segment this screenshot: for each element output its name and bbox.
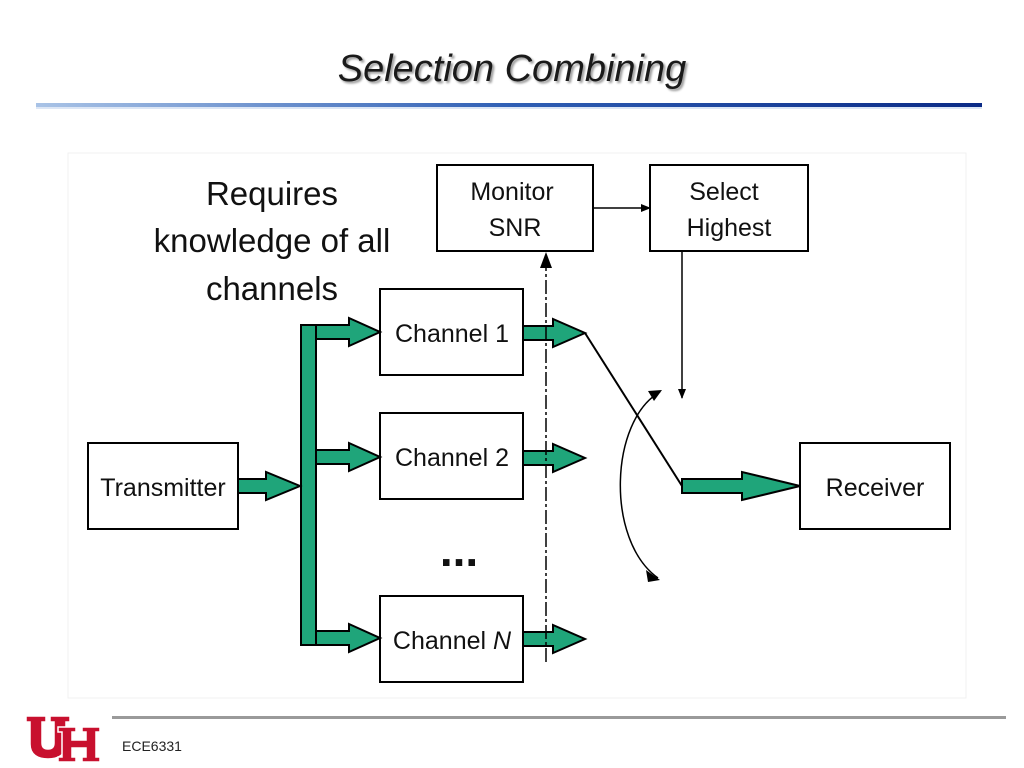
channel-n-prefix: Channel: [393, 627, 493, 655]
transmitter-block: Transmitter: [87, 442, 239, 530]
channel-n-label: Channel N: [393, 627, 512, 655]
university-logo: [25, 715, 101, 763]
channel-2-output-arrow: [522, 442, 588, 474]
distribution-bus: [237, 316, 383, 654]
channel-n-variable: N: [493, 627, 512, 655]
slide-title: Selection Combining: [337, 48, 687, 90]
receiver-label: Receiver: [826, 474, 925, 502]
transmitter-output-arrow: [237, 470, 303, 502]
monitor-label-line1: Monitor: [470, 178, 553, 206]
switch-rotation-arrowhead-top: [648, 390, 662, 401]
channel-2-label: Channel 2: [395, 444, 509, 472]
selection-switch: [584, 332, 683, 487]
select-label-line1: Select: [689, 178, 759, 206]
channel-ellipsis: ...: [440, 524, 478, 576]
switch-rotation-arrowhead-bottom: [646, 570, 660, 582]
switch-rotation-arrow: [619, 391, 661, 579]
channel-1-label: Channel 1: [395, 320, 509, 348]
bus-to-channel-2-arrow: [315, 441, 383, 473]
channel-1-block: Channel 1: [379, 288, 524, 376]
bus-to-channel-n-arrow: [315, 622, 383, 654]
note-line-1: Requires: [206, 175, 338, 212]
note-line-2: knowledge of all: [154, 222, 391, 259]
transmitter-label: Transmitter: [100, 474, 225, 502]
channel-n-output-arrow: [522, 623, 588, 655]
channel-1-output-arrow: [522, 317, 588, 349]
combiner-output-arrow: [681, 470, 801, 502]
receiver-block: Receiver: [799, 442, 951, 530]
bus-to-channel-1-arrow: [315, 316, 383, 348]
select-label-line2: Highest: [687, 214, 772, 242]
monitor-label-line2: SNR: [489, 214, 542, 242]
footer-divider: [112, 716, 1006, 719]
title-divider: [36, 103, 982, 109]
channel-2-block: Channel 2: [379, 412, 524, 500]
channel-n-block: Channel N: [379, 595, 524, 683]
monitor-snr-block: Monitor SNR: [436, 164, 594, 252]
footer-course-label: ECE6331: [122, 738, 182, 754]
note-line-3: channels: [206, 270, 338, 307]
select-highest-block: Select Highest: [649, 164, 809, 252]
snr-monitor-arrowhead: [540, 252, 552, 268]
